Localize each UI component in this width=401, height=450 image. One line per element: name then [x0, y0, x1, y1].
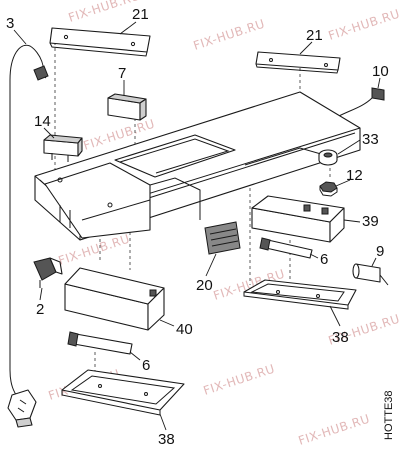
- callout-2: 2: [36, 301, 44, 318]
- callout-9: 9: [376, 243, 384, 260]
- callout-33: 33: [362, 131, 379, 148]
- hood-main-body: [34, 91, 361, 241]
- terminal-block-part-14: [43, 134, 83, 162]
- callout-21-left: 21: [132, 6, 149, 23]
- glass-diffuser-part-38-left: [61, 369, 185, 416]
- nut-part-12: [319, 181, 338, 197]
- callout-38-right: 38: [332, 329, 349, 346]
- lamp-housing-part-39: [251, 195, 345, 243]
- starter-part-9: [352, 263, 389, 286]
- leader-lines: [13, 21, 381, 431]
- callout-6-left: 6: [142, 357, 150, 374]
- callout-40: 40: [176, 321, 193, 338]
- tube-lamp-part-6-left: [67, 331, 133, 355]
- callout-38-left: 38: [158, 431, 175, 448]
- watermark-text: FIX-HUB.RU: [192, 17, 267, 53]
- power-cable-part-3: [7, 44, 49, 428]
- drawing-code-label: HOTTE38: [383, 390, 395, 440]
- lamp-housing-part-40: [64, 267, 165, 331]
- reflector-plate-part-20: [204, 221, 241, 255]
- watermark-text: FIX-HUB.RU: [327, 7, 401, 43]
- cover-plate-part-21-right: [255, 51, 341, 74]
- cover-plate-part-21-left: [49, 27, 151, 57]
- callout-numbers: 3 21 21 7 10 14 33 12 39 9 6 20 2 40 38 …: [6, 6, 389, 448]
- tube-lamp-part-6-right: [259, 237, 313, 259]
- watermark-text: FIX-HUB.RU: [297, 412, 372, 448]
- callout-3: 3: [6, 15, 14, 32]
- washer-part-33: [318, 149, 338, 166]
- callout-21-right: 21: [306, 27, 323, 44]
- watermark-text: FIX-HUB.RU: [67, 0, 142, 25]
- callout-6-right: 6: [320, 251, 328, 268]
- callout-7: 7: [118, 65, 126, 82]
- switch-block-part-7: [107, 93, 147, 121]
- callout-12: 12: [346, 167, 363, 184]
- glass-diffuser-part-38-right: [243, 279, 357, 310]
- callout-14: 14: [34, 113, 51, 130]
- callout-39: 39: [362, 213, 379, 230]
- callout-10: 10: [372, 63, 389, 80]
- watermark-text: FIX-HUB.RU: [202, 362, 277, 398]
- callout-20: 20: [196, 277, 213, 294]
- lamp-socket-part-2: [33, 257, 63, 288]
